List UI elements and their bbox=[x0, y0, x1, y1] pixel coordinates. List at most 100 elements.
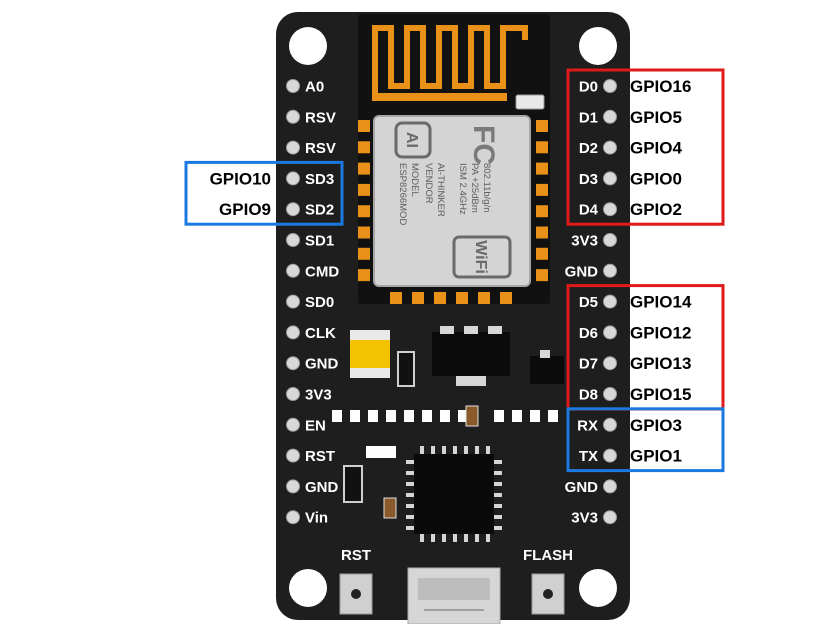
module-pad-left bbox=[358, 269, 370, 282]
qfn-pin bbox=[494, 493, 502, 497]
right-gpio-label-0-3: GPIO0 bbox=[630, 169, 682, 188]
module-pads bbox=[358, 120, 548, 304]
left-pin-7[interactable] bbox=[286, 294, 300, 309]
right-pin-label-1: D1 bbox=[579, 109, 598, 126]
dash-segment bbox=[350, 410, 360, 422]
dash-segment bbox=[368, 410, 378, 422]
right-pin-13[interactable] bbox=[603, 479, 617, 494]
module-pad-left bbox=[358, 141, 370, 154]
right-pin-12[interactable] bbox=[603, 448, 617, 463]
right-pin-3[interactable] bbox=[603, 171, 617, 186]
right-gpio-label-0-0: GPIO16 bbox=[630, 77, 691, 96]
right-pin-8[interactable] bbox=[603, 325, 617, 340]
qfn-pin bbox=[453, 446, 457, 454]
ai-logo-text: AI bbox=[403, 132, 420, 148]
left-pin-6[interactable] bbox=[286, 263, 300, 278]
qfn-pin bbox=[494, 471, 502, 475]
left-pin-1[interactable] bbox=[286, 109, 300, 124]
left-pin-2[interactable] bbox=[286, 140, 300, 155]
right-pin-2[interactable] bbox=[603, 140, 617, 155]
dash-segment bbox=[422, 410, 432, 422]
module-pad-left bbox=[358, 162, 370, 175]
right-pin-5[interactable] bbox=[603, 233, 617, 247]
right-pin-label-5: 3V3 bbox=[571, 233, 598, 250]
right-pin-7[interactable] bbox=[603, 294, 617, 309]
left-pin-8[interactable] bbox=[286, 325, 300, 340]
qfn-pin bbox=[431, 446, 435, 454]
left-pin-label-10: 3V3 bbox=[305, 387, 332, 404]
qfn-pin bbox=[494, 515, 502, 519]
module-pad-right bbox=[536, 183, 548, 196]
right-pin-11[interactable] bbox=[603, 417, 617, 432]
right-pin-6[interactable] bbox=[603, 263, 617, 278]
left-pin-13[interactable] bbox=[286, 479, 300, 494]
right-pin-10[interactable] bbox=[603, 387, 617, 401]
left-pin-label-12: RST bbox=[305, 448, 335, 465]
left-pin-10[interactable] bbox=[286, 387, 300, 401]
left-pin-label-8: CLK bbox=[305, 325, 336, 342]
power-text: PA +25dBm bbox=[469, 163, 480, 213]
module-pad-right bbox=[536, 141, 548, 154]
capacitor-cap-bottom bbox=[350, 368, 390, 378]
dash-segment bbox=[494, 410, 504, 422]
qfn-pin bbox=[453, 534, 457, 542]
qfn-pin bbox=[406, 471, 414, 475]
model-line: MODEL bbox=[409, 163, 420, 197]
right-pin-label-14: 3V3 bbox=[571, 510, 598, 527]
module-pad-bottom bbox=[478, 292, 490, 304]
qfn-pin bbox=[494, 460, 502, 464]
qfn-pin bbox=[406, 493, 414, 497]
left-pin-3[interactable] bbox=[286, 171, 300, 186]
module-pad-right bbox=[536, 205, 548, 218]
qfn-pin bbox=[486, 446, 490, 454]
transistor-smd bbox=[530, 356, 564, 384]
right-pin-label-4: D4 bbox=[579, 202, 599, 219]
right-pin-4[interactable] bbox=[603, 202, 617, 217]
shield-markings: AI MODEL ESP8266MOD VENDOR AI-THINKER IS… bbox=[394, 121, 512, 279]
qfn-pin bbox=[406, 526, 414, 530]
dash-segment bbox=[458, 410, 468, 422]
micro-usb-port[interactable] bbox=[407, 567, 501, 624]
qfn-pin bbox=[431, 534, 435, 542]
right-gpio-label-1-2: GPIO13 bbox=[630, 354, 691, 373]
flash-button[interactable] bbox=[531, 573, 565, 615]
qfn-pin bbox=[494, 504, 502, 508]
qfn-pin bbox=[475, 446, 479, 454]
regulator-pin-2 bbox=[464, 326, 478, 334]
right-pin-label-13: GND bbox=[565, 479, 599, 496]
dash-segment bbox=[512, 410, 522, 422]
left-pin-label-14: Vin bbox=[305, 510, 328, 527]
left-pin-0[interactable] bbox=[286, 79, 300, 93]
qfn-pin bbox=[406, 515, 414, 519]
rst-button[interactable] bbox=[339, 573, 373, 615]
left-pin-9[interactable] bbox=[286, 356, 300, 371]
module-pad-left bbox=[358, 205, 370, 218]
dash-segment bbox=[530, 410, 540, 422]
qfn-pin bbox=[406, 504, 414, 508]
left-pin-4[interactable] bbox=[286, 202, 300, 217]
left-gpio-label-0: GPIO10 bbox=[210, 169, 271, 188]
right-pin-14[interactable] bbox=[603, 510, 617, 525]
right-gpio-label-0-2: GPIO4 bbox=[630, 139, 683, 158]
right-pin-0[interactable] bbox=[603, 79, 617, 93]
left-pin-14[interactable] bbox=[286, 510, 300, 525]
right-pin-9[interactable] bbox=[603, 356, 617, 371]
left-pin-label-13: GND bbox=[305, 479, 339, 496]
dash-segment bbox=[332, 410, 342, 422]
resistor-smd-2 bbox=[343, 465, 363, 503]
qfn-pin bbox=[406, 460, 414, 464]
module-pad-right bbox=[536, 120, 548, 132]
regulator-pin-1 bbox=[440, 326, 454, 334]
module-pad-bottom bbox=[500, 292, 512, 304]
wifi-logo: WiFi bbox=[452, 235, 512, 279]
left-pin-5[interactable] bbox=[286, 233, 300, 247]
left-pin-label-1: RSV bbox=[305, 109, 336, 126]
left-gpio-box bbox=[184, 160, 344, 226]
left-gpio-label-1: GPIO9 bbox=[219, 200, 271, 219]
right-pin-1[interactable] bbox=[603, 109, 617, 124]
antenna-smd bbox=[515, 94, 545, 110]
left-pin-12[interactable] bbox=[286, 448, 300, 463]
left-pin-11[interactable] bbox=[286, 417, 300, 432]
left-pin-label-4: SD2 bbox=[305, 202, 334, 219]
